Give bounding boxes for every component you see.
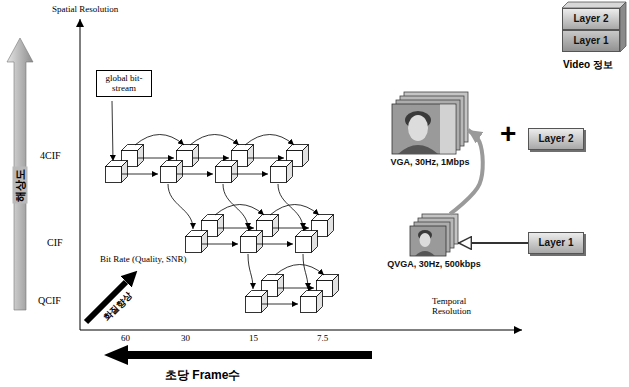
qvga-frames — [410, 214, 458, 256]
resolution-arrow — [7, 38, 33, 310]
group-caption: Video 정보 — [563, 58, 613, 72]
frame-caption: VGA, 30Hz, 1Mbps — [390, 157, 469, 168]
resolution-tick: 4CIF — [40, 150, 61, 161]
resolution-tick: CIF — [47, 237, 63, 248]
axis-caption: 화질향상 — [101, 290, 136, 325]
cube — [106, 161, 128, 183]
cube — [246, 291, 268, 313]
axis — [80, 330, 522, 331]
resolution-tick: QCIF — [38, 295, 61, 306]
layer-block: Layer 2 — [562, 8, 620, 30]
cube — [241, 231, 263, 253]
box-label: Layer 1 — [568, 35, 614, 47]
video-frame-stack: VGA, 30Hz, 1Mbps — [392, 92, 468, 154]
axis-title: Temporal Resolution — [432, 296, 494, 316]
axis — [80, 19, 81, 330]
box-label: Layer 2 — [568, 13, 614, 25]
cube — [161, 161, 183, 183]
axis-title: Bit Rate (Quality, SNR) — [100, 254, 186, 264]
axis-title: Spatial Resolution — [52, 4, 118, 14]
cube — [216, 161, 238, 183]
axis-caption: 해상도 — [13, 167, 28, 204]
callout-box: global bit-stream — [96, 70, 152, 97]
frame-rate-arrow — [104, 345, 372, 365]
vga-frames — [392, 92, 468, 154]
cube — [296, 231, 318, 253]
box-label: Layer 2 — [534, 133, 578, 145]
frame-rate-tick: 15 — [249, 333, 258, 343]
prediction-arrows — [122, 135, 324, 305]
cube — [301, 291, 323, 313]
box-label: Layer 1 — [534, 237, 578, 249]
cube-grid — [106, 145, 339, 313]
plus-sign: + — [500, 120, 516, 148]
layer-block: Layer 1 — [562, 30, 620, 52]
layer-block: Layer 1 — [528, 232, 584, 254]
frame-rate-tick: 30 — [181, 333, 190, 343]
frame-caption: QVGA, 30Hz, 500kbps — [387, 259, 481, 270]
leader-line — [112, 101, 113, 161]
connector-arrow — [450, 130, 483, 214]
box-label: global bit-stream — [100, 73, 148, 94]
cube — [186, 231, 208, 253]
connector-arrow — [458, 242, 528, 244]
axis-caption: 초당 Frame수 — [165, 367, 240, 384]
cube — [271, 161, 293, 183]
video-frame-stack: QVGA, 30Hz, 500kbps — [410, 214, 458, 256]
frame-rate-tick: 60 — [121, 333, 130, 343]
layer-block: Layer 2 — [528, 128, 584, 150]
frame-rate-tick: 7.5 — [317, 333, 328, 343]
video-cube-faces — [562, 2, 626, 52]
